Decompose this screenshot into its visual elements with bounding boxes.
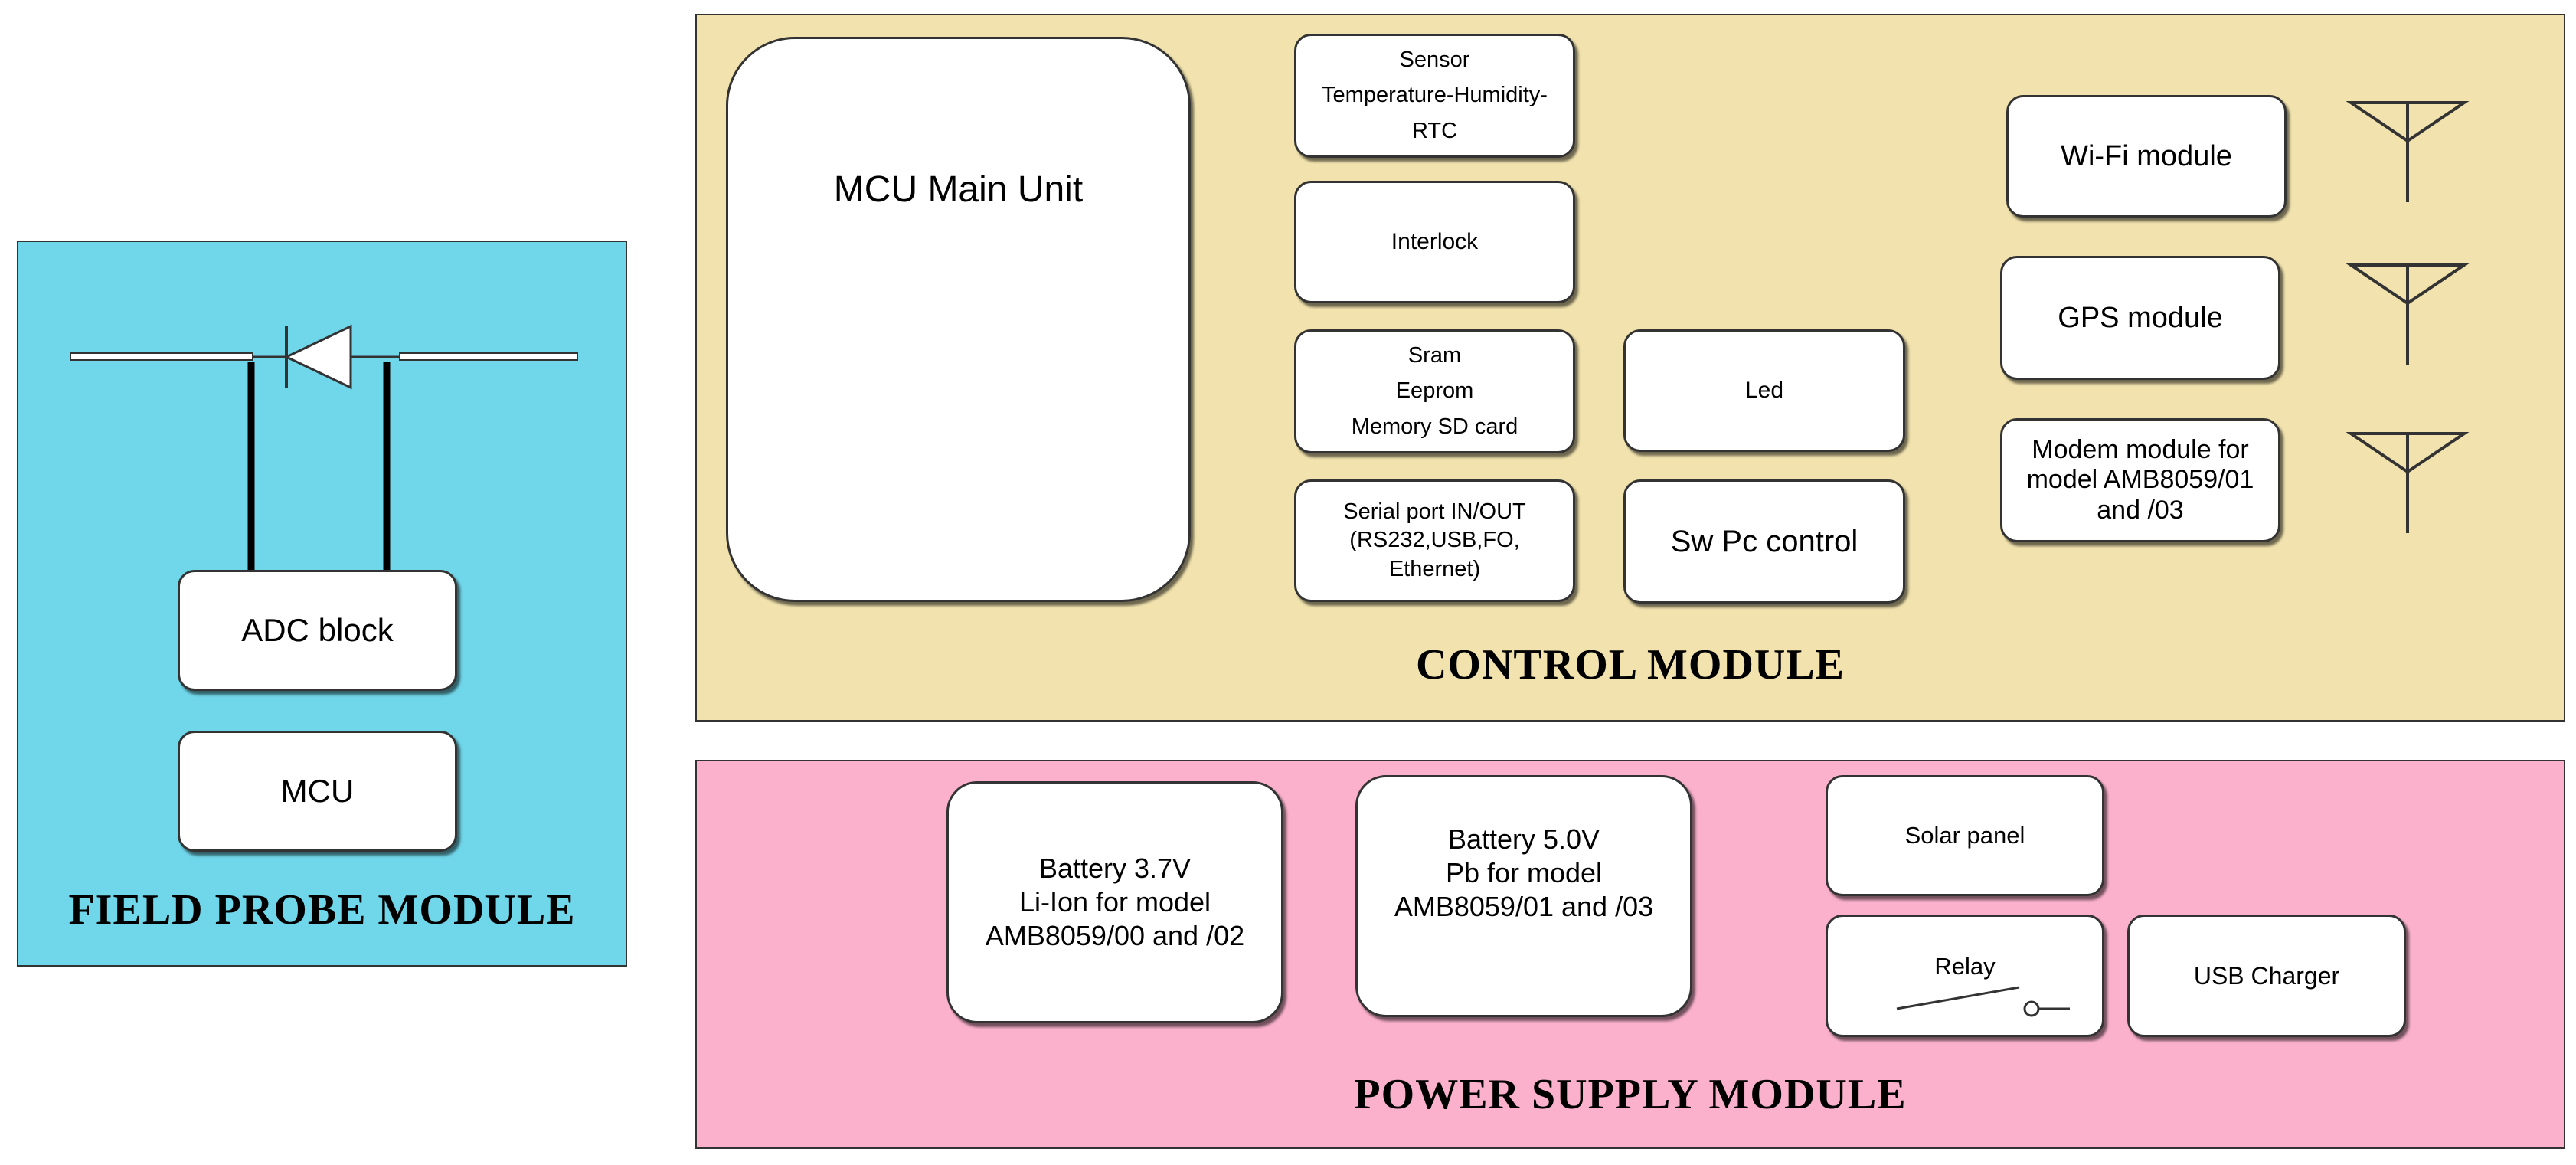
battery-5-0v-label-line: Pb for model [1445, 857, 1603, 889]
sensor-label-line: Sensor [1399, 47, 1470, 72]
sw-pc-control-label: Sw Pc control [1670, 524, 1858, 558]
gps-module-block: GPS module [2000, 256, 2280, 380]
led-label: Led [1744, 378, 1784, 403]
battery-3-7v-label-line: AMB8059/00 and /02 [985, 919, 1245, 951]
modem-antenna-icon [2346, 432, 2470, 533]
modem-label-line: model AMB8059/01 [2026, 465, 2254, 495]
adc-block-label: ADC block [241, 612, 394, 648]
interlock-block: Interlock [1294, 181, 1575, 303]
battery-5-0v-label-line: Battery 5.0V [1447, 823, 1600, 856]
field-probe-antenna-diagram [70, 324, 578, 571]
power-supply-module-title: POWER SUPPLY MODULE [1354, 1071, 1907, 1118]
memory-label-line: Sram [1407, 342, 1462, 368]
usb-charger-label: USB Charger [2193, 961, 2340, 990]
serial-label-line: Ethernet) [1388, 556, 1481, 581]
relay-switch-icon [1896, 986, 2070, 1017]
serial-label-line: (RS232,USB,FO, [1349, 528, 1520, 553]
memory-label-line: Eeprom [1395, 378, 1474, 404]
battery-3-7v-label-line: Battery 3.7V [1038, 852, 1192, 885]
serial-port-block: Serial port IN/OUT (RS232,USB,FO, Ethern… [1294, 479, 1575, 602]
control-module-title: CONTROL MODULE [1415, 641, 1845, 689]
mcu-main-unit-block: MCU Main Unit [726, 37, 1191, 602]
wifi-module-label: Wi-Fi module [2061, 139, 2232, 172]
wifi-module-block: Wi-Fi module [2006, 95, 2287, 218]
adc-block: ADC block [178, 570, 457, 691]
modem-label-line: Modem module for [2032, 435, 2249, 465]
sw-pc-control-block: Sw Pc control [1623, 479, 1905, 604]
usb-charger-block: USB Charger [2127, 915, 2406, 1037]
battery-3-7v-block: Battery 3.7V Li-Ion for model AMB8059/00… [946, 781, 1283, 1023]
solar-panel-label: Solar panel [1904, 822, 2025, 849]
battery-5-0v-block: Battery 5.0V Pb for model AMB8059/01 and… [1355, 775, 1692, 1017]
battery-5-0v-label-line: AMB8059/01 and /03 [1394, 890, 1654, 922]
sensor-label-line: Temperature-Humidity- [1322, 83, 1548, 108]
battery-3-7v-label-line: Li-Ion for model [1018, 886, 1211, 918]
serial-label-line: Serial port IN/OUT [1343, 499, 1526, 525]
interlock-label: Interlock [1391, 229, 1479, 254]
probe-mcu-block: MCU [178, 731, 457, 852]
mcu-main-unit-label: MCU Main Unit [833, 169, 1084, 210]
probe-mcu-label: MCU [280, 773, 355, 809]
wifi-antenna-icon [2346, 101, 2470, 202]
field-probe-module-title: FIELD PROBE MODULE [68, 886, 576, 934]
gps-antenna-icon [2346, 263, 2470, 365]
modem-module-block: Modem module for model AMB8059/01 and /0… [2000, 418, 2280, 542]
solar-panel-block: Solar panel [1826, 775, 2104, 896]
relay-block: Relay [1826, 915, 2104, 1037]
sensor-block: Sensor Temperature-Humidity- RTC [1294, 34, 1575, 158]
diode-icon [283, 324, 352, 390]
relay-label: Relay [1934, 953, 1996, 980]
modem-label-line: and /03 [2097, 495, 2184, 525]
memory-block: Sram Eeprom Memory SD card [1294, 329, 1575, 453]
led-block: Led [1623, 329, 1905, 452]
sensor-label-line: RTC [1411, 119, 1458, 144]
memory-label-line: Memory SD card [1351, 414, 1518, 440]
gps-module-label: GPS module [2058, 301, 2223, 334]
